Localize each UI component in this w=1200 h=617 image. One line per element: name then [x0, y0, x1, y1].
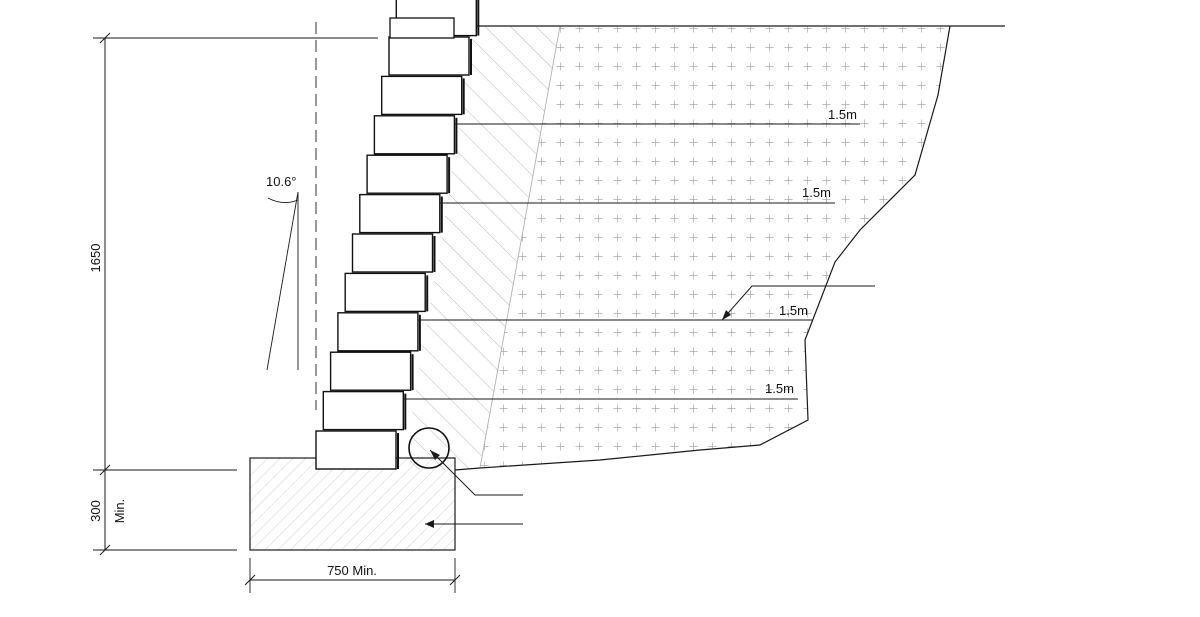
wall-block — [337, 312, 419, 352]
wall-height-label: 1650 — [88, 244, 103, 273]
footing-arrowhead — [425, 520, 434, 528]
wall-block — [373, 115, 456, 155]
footing-width-tick-left — [244, 574, 256, 586]
drainage-pipe — [408, 427, 450, 469]
wall-block — [344, 272, 426, 313]
wall-block — [322, 390, 404, 431]
drainage-zone-boundary — [479, 25, 561, 469]
footing-depth-note: Min. — [112, 499, 127, 524]
footing-depth-label: 300 — [88, 500, 103, 522]
concrete-footing — [249, 457, 456, 551]
reinforced-soil-leader — [721, 285, 875, 321]
wall-block — [381, 75, 463, 116]
batter-angle-slope — [266, 191, 299, 371]
wall-block — [329, 351, 412, 391]
batter-angle-label: 10.6° — [266, 174, 297, 189]
wall-block — [359, 193, 441, 234]
wall-block-courses — [315, 0, 480, 470]
wall-block — [351, 233, 434, 273]
footing-width-tick-right — [449, 574, 461, 586]
leader-arrowhead — [722, 310, 731, 320]
wall-block — [315, 430, 397, 470]
height-tick-top — [99, 32, 111, 44]
reinforcement-length-label-2: 1.5m — [802, 185, 831, 200]
drainage-pipe-arrowhead — [430, 450, 440, 460]
excavation-boundary-line — [454, 25, 951, 471]
footing-depth-tick-bottom — [99, 544, 111, 556]
footing-width-label: 750 Min. — [327, 563, 377, 578]
wall-block — [388, 36, 470, 76]
wall-block — [366, 154, 448, 194]
reinforced-soil-zone — [480, 26, 950, 468]
drainage-pipe-leader — [429, 449, 523, 496]
batter-angle-arc — [267, 197, 299, 203]
reinforcement-length-label-1: 1.5m — [828, 107, 857, 122]
reinforcement-length-label-4: 1.5m — [765, 381, 794, 396]
wall-cap-block — [389, 17, 455, 39]
reinforcement-length-label-3: 1.5m — [779, 303, 808, 318]
drainage-aggregate-zone — [410, 26, 560, 470]
